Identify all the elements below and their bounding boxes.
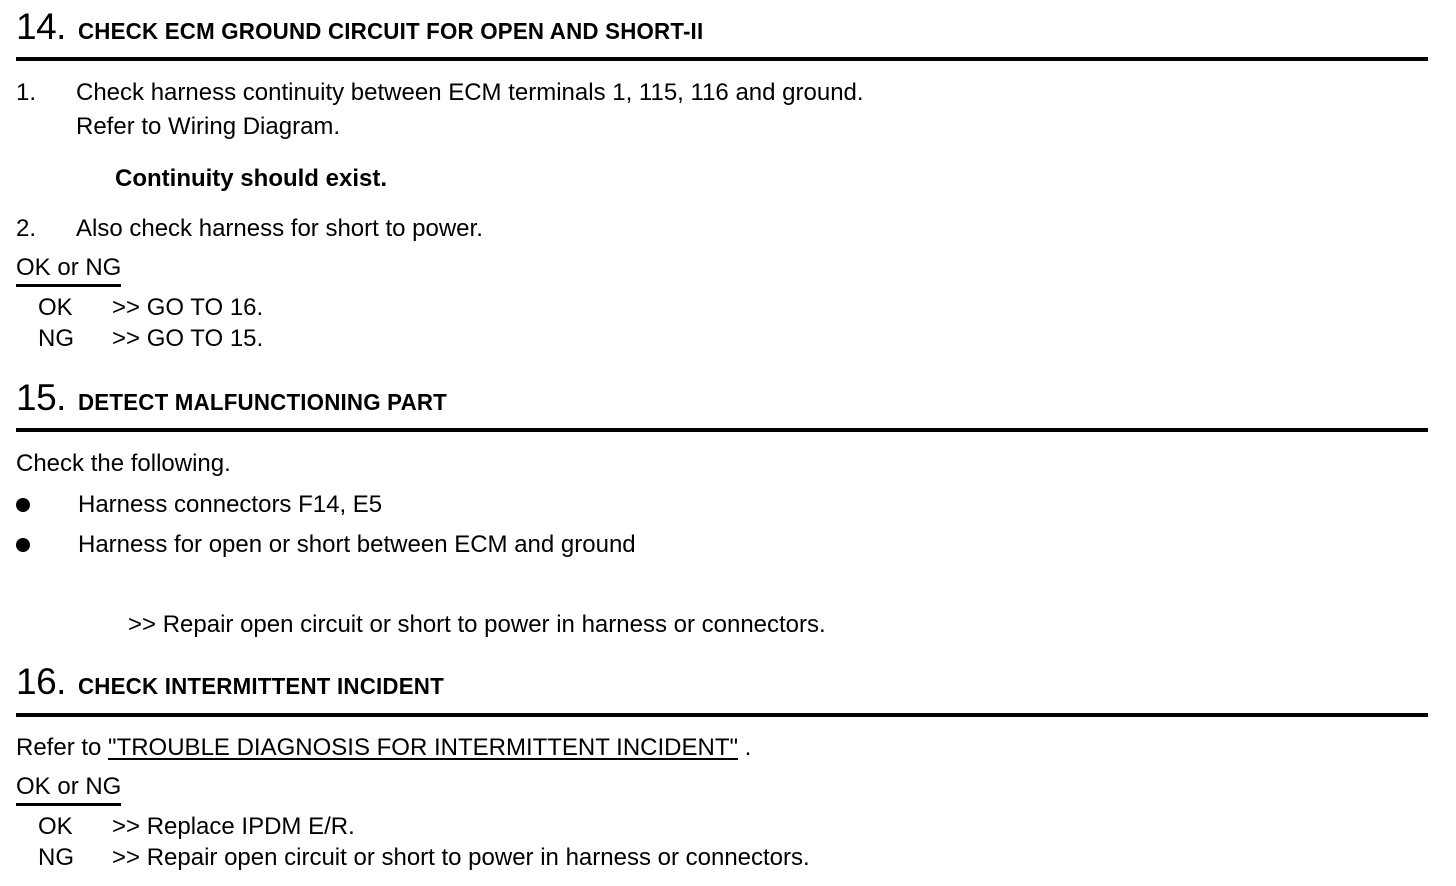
list-marker: 2.	[16, 215, 37, 242]
result-key: NG	[38, 325, 74, 352]
section-divider	[16, 57, 1428, 61]
result-value: >> Repair open circuit or short to power…	[112, 844, 810, 871]
trouble-diagnosis-link[interactable]: "TROUBLE DIAGNOSIS FOR INTERMITTENT INCI…	[108, 734, 739, 761]
result-row-ok: OK >> Replace IPDM E/R.	[16, 811, 355, 842]
refer-suffix: .	[738, 734, 752, 761]
bullet-dot-icon	[16, 538, 30, 552]
step-number: 16.	[16, 661, 66, 702]
result-row-ng: NG >> Repair open circuit or short to po…	[16, 842, 810, 873]
section-divider	[16, 713, 1428, 717]
numbered-item-1: 1. Check harness continuity between ECM t…	[16, 76, 864, 144]
bullet-item-1: Harness connectors F14, E5	[16, 488, 382, 522]
result-value: >> GO TO 15.	[112, 325, 264, 352]
intro-text: Check the following.	[16, 450, 231, 477]
numbered-item-2: 2. Also check harness for short to power.	[16, 212, 483, 246]
result-row-ng: NG >> GO TO 15.	[16, 323, 263, 354]
judgement-label-ok-or-ng: OK or NG	[16, 772, 122, 806]
step-number: 15.	[16, 377, 66, 418]
result-value: >> GO TO 16.	[112, 294, 264, 321]
action-repair: >> Repair open circuit or short to power…	[128, 611, 826, 638]
emphasis-continuity-should-exist: Continuity should exist.	[115, 165, 388, 192]
result-key: OK	[38, 813, 73, 840]
bullet-item-2: Harness for open or short between ECM an…	[16, 528, 636, 562]
result-key: OK	[38, 294, 73, 321]
bullet-dot-icon	[16, 498, 30, 512]
bullet-text: Harness for open or short between ECM an…	[78, 531, 636, 558]
list-text: Also check harness for short to power.	[76, 215, 483, 242]
step-heading-15: 15. DETECT MALFUNCTIONING PART	[16, 379, 458, 416]
bullet-text: Harness connectors F14, E5	[78, 491, 383, 518]
result-value: >> Replace IPDM E/R.	[112, 813, 355, 840]
step-title: CHECK ECM GROUND CIRCUIT FOR OPEN AND SH…	[77, 18, 704, 44]
step-heading-16: 16. CHECK INTERMITTENT INCIDENT	[16, 663, 455, 700]
list-marker: 1.	[16, 79, 37, 106]
list-text: Check harness continuity between ECM ter…	[76, 79, 864, 140]
step-number: 14.	[16, 6, 66, 47]
result-row-ok: OK >> GO TO 16.	[16, 292, 263, 323]
step-title: CHECK INTERMITTENT INCIDENT	[77, 673, 444, 699]
refer-line: Refer to "TROUBLE DIAGNOSIS FOR INTERMIT…	[16, 731, 751, 765]
step-heading-14: 14. CHECK ECM GROUND CIRCUIT FOR OPEN AN…	[16, 8, 723, 45]
section-divider	[16, 428, 1428, 432]
result-key: NG	[38, 844, 74, 871]
judgement-label-ok-or-ng: OK or NG	[16, 253, 122, 287]
step-title: DETECT MALFUNCTIONING PART	[77, 389, 447, 415]
refer-prefix: Refer to	[16, 734, 109, 761]
